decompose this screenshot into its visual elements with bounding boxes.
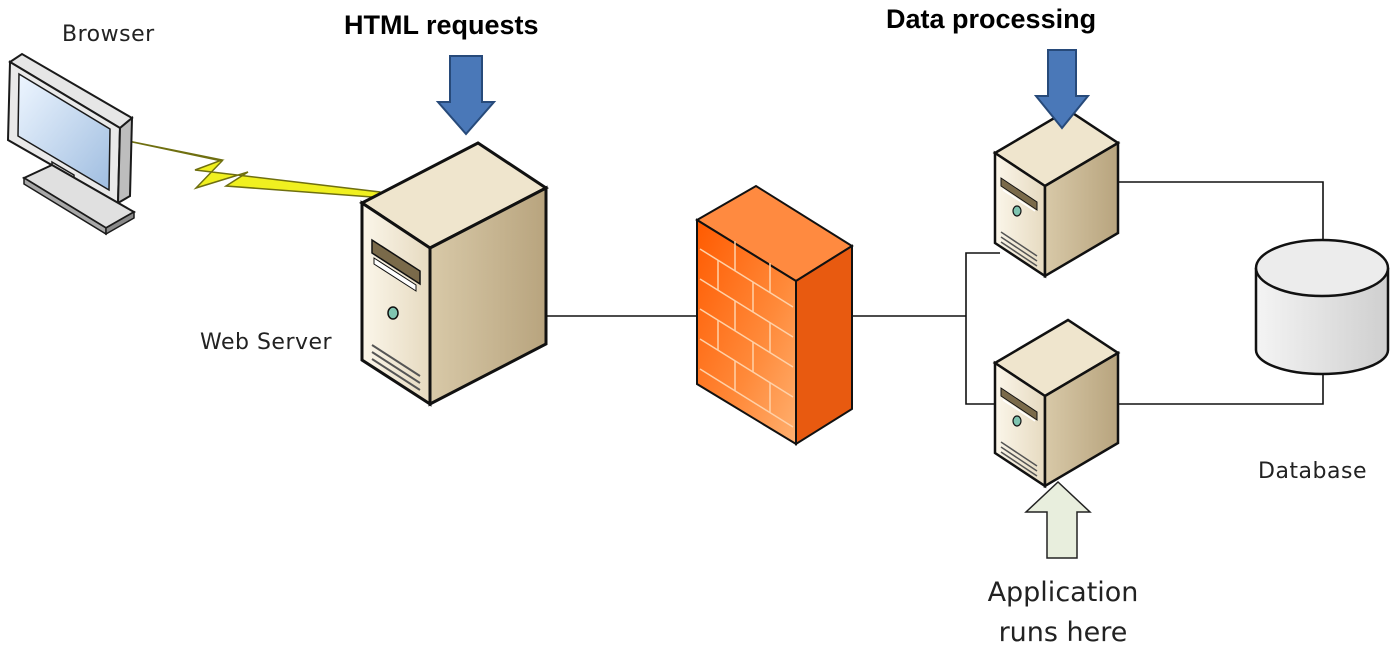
data-processing-arrow-icon: [1033, 49, 1091, 130]
line-junction-top-server: [965, 252, 1000, 316]
web-server-label: Web Server: [200, 330, 333, 355]
application-server-icon: [992, 318, 1121, 489]
browser-monitor-icon: [6, 52, 137, 236]
line-bottom-server-db: [1118, 368, 1324, 405]
connection-lines: [547, 181, 1324, 405]
database-icon: [1254, 238, 1390, 376]
line-junction-bottom-server: [965, 316, 1000, 405]
web-server-icon: [359, 141, 549, 407]
application-arrow-icon: [1024, 480, 1092, 559]
application-label-line1: Application: [987, 577, 1139, 608]
data-processing-label: Data processing: [886, 4, 1097, 34]
browser-label: Browser: [62, 22, 155, 47]
line-top-server-db: [1118, 181, 1324, 240]
processing-server-icon: [992, 108, 1121, 279]
html-requests-label: HTML requests: [344, 10, 539, 40]
application-label-line2: runs here: [998, 617, 1128, 648]
wireless-link-icon: [117, 138, 387, 199]
application-label: Application runs here: [968, 573, 1158, 653]
html-requests-arrow-icon: [435, 55, 497, 136]
firewall-icon: [695, 184, 854, 446]
database-label: Database: [1258, 459, 1367, 484]
